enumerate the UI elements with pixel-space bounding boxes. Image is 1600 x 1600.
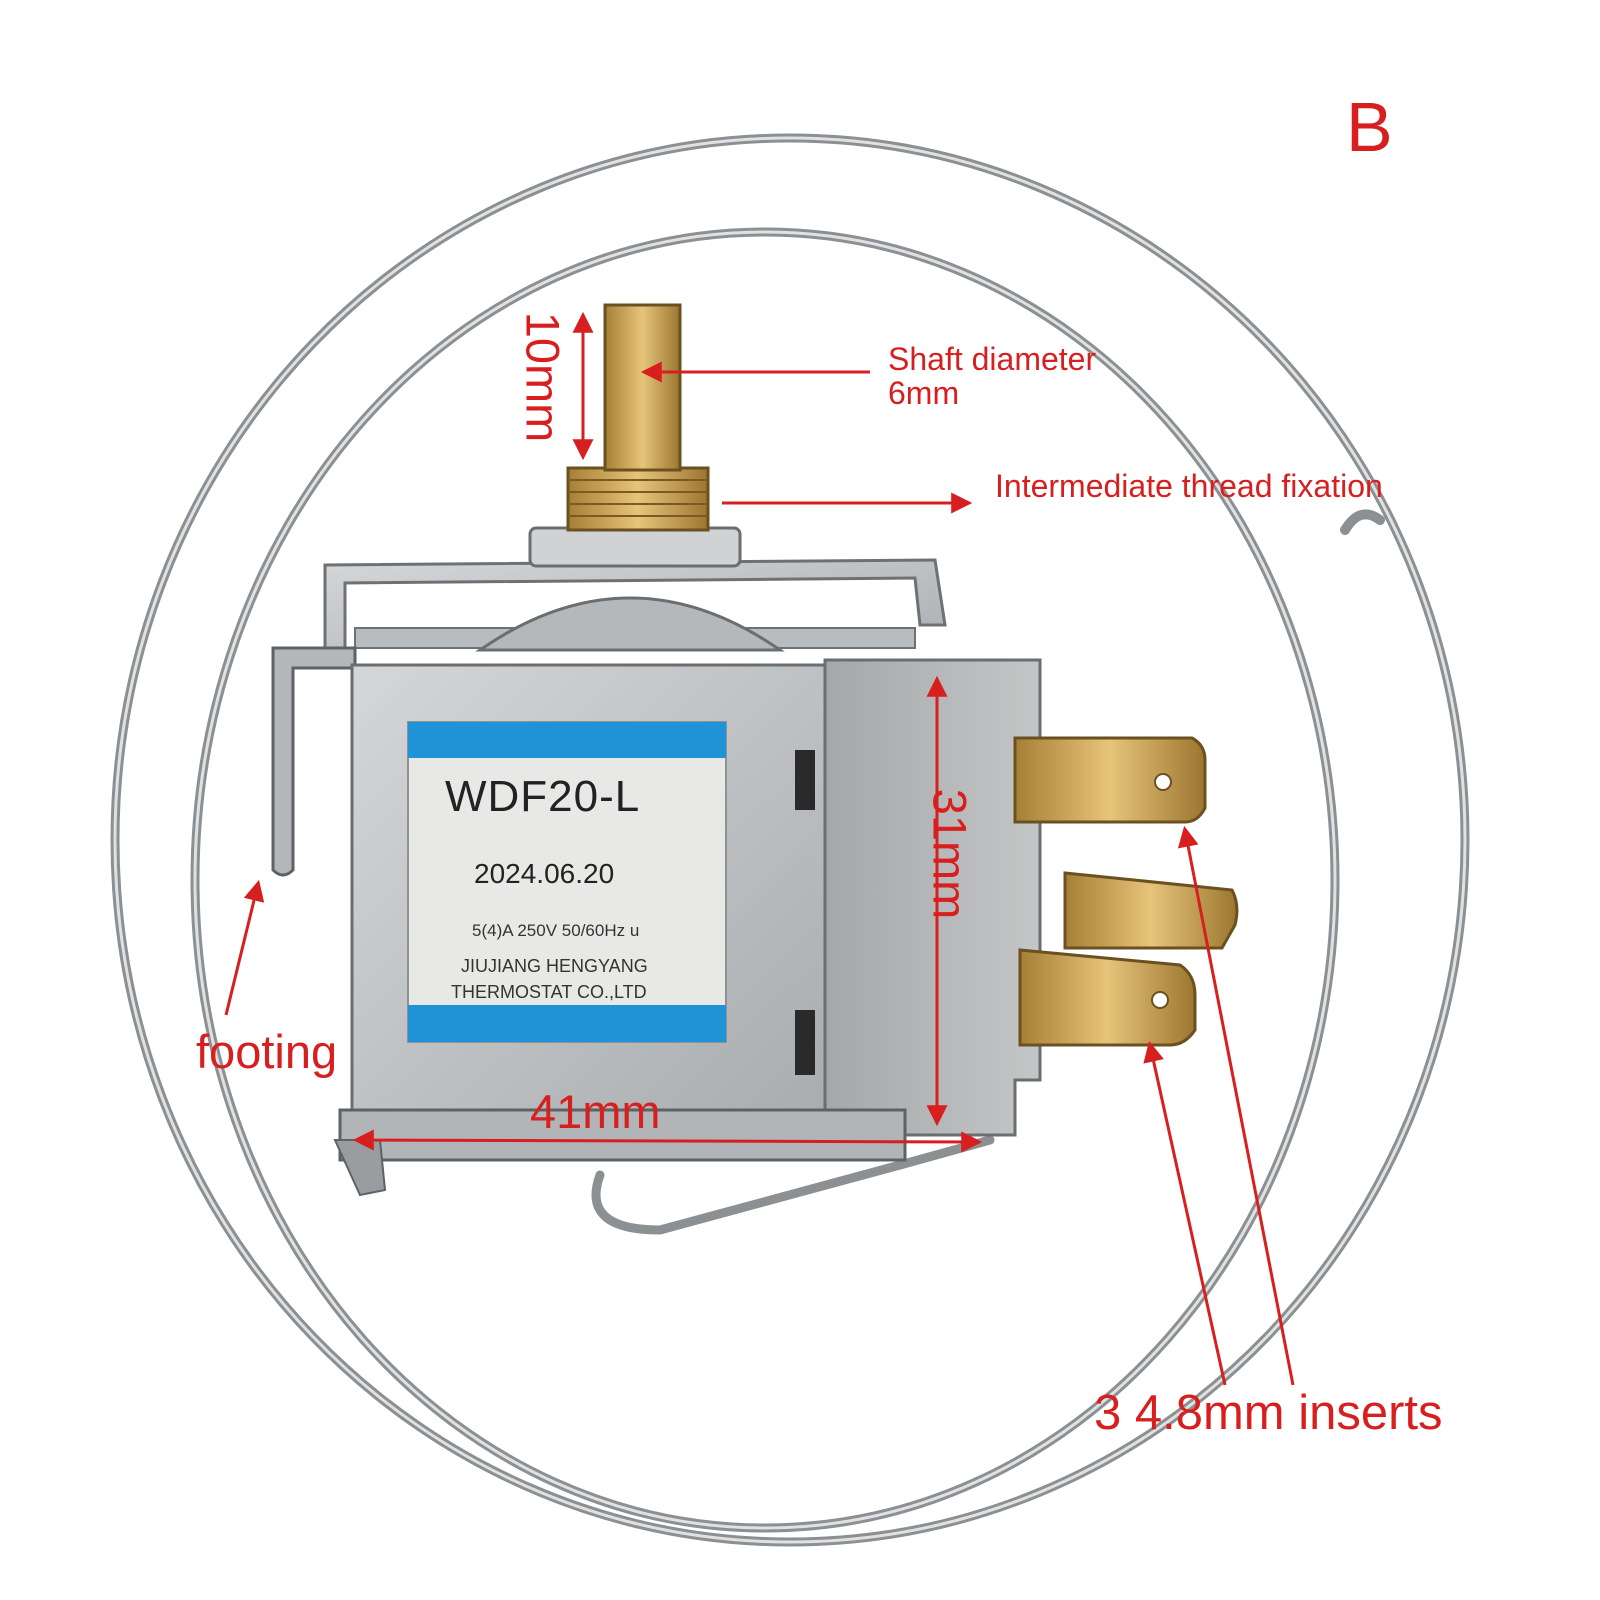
width-dimension-label: 41mm <box>530 1085 661 1138</box>
label-date: 2024.06.20 <box>474 858 615 889</box>
capillary-tube <box>110 133 1470 1547</box>
footing-tab <box>271 646 357 877</box>
shaft-height-dimension-label: 10mm <box>516 311 570 443</box>
label-model: WDF20-L <box>445 772 641 821</box>
shaft-diameter-label: Shaft diameter <box>888 341 1097 377</box>
inserts-callout-arrow-2 <box>1143 1040 1227 1386</box>
product-label <box>407 721 727 1043</box>
variant-badge: B <box>1346 88 1393 166</box>
footing-label: footing <box>196 1025 338 1078</box>
label-rating: 5(4)A 250V 50/60Hz u <box>472 921 640 940</box>
inserts-label: 3 4.8mm inserts <box>1094 1386 1443 1440</box>
label-top-stripe <box>408 722 726 758</box>
label-bottom-stripe <box>408 1005 726 1042</box>
thread-fixation-label: Intermediate thread fixation <box>995 468 1383 504</box>
footing-callout-arrow <box>224 879 265 1016</box>
dim-line-41mm <box>352 1129 983 1153</box>
spade-terminals <box>1013 736 1239 1047</box>
label-manufacturer-line2: THERMOSTAT CO.,LTD <box>451 982 647 1002</box>
inserts-callout-arrow-1 <box>1177 825 1295 1386</box>
terminal-housing <box>795 658 1042 1137</box>
control-shaft <box>475 303 785 652</box>
body-height-dimension-label: 31mm <box>923 788 977 920</box>
shaft-diameter-value: 6mm <box>888 375 960 411</box>
label-manufacturer-line1: JIUJIANG HENGYANG <box>461 956 648 976</box>
annotation-lines <box>224 311 1295 1386</box>
